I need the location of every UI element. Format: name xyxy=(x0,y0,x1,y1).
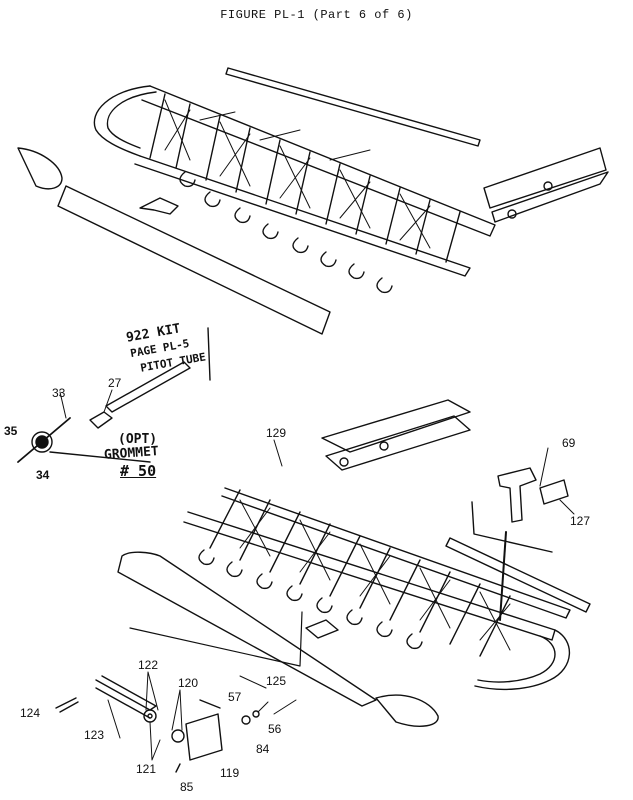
callout-56: 56 xyxy=(268,722,282,736)
pitot-detail xyxy=(17,327,211,463)
leader-lines xyxy=(59,389,575,761)
bushing-120 xyxy=(171,729,185,743)
fitting-69 xyxy=(497,467,537,523)
callout-125: 125 xyxy=(266,674,287,688)
upper-leading-edge-skin xyxy=(57,185,331,335)
callout-57: 57 xyxy=(228,690,242,704)
upper-wing-ribs xyxy=(149,93,461,263)
figure-title: FIGURE PL-1 (Part 6 of 6) xyxy=(220,8,413,22)
lower-wingtip-fairing xyxy=(375,694,439,727)
callout-121: 121 xyxy=(136,762,157,776)
lower-wing-assembly xyxy=(117,399,591,727)
lower-wing-wire-run xyxy=(499,531,507,621)
grommet-number: # 50 xyxy=(120,462,157,480)
upper-wing-rear-spar xyxy=(134,155,471,277)
lower-top-skin-panel xyxy=(321,399,471,453)
lower-wing-rear-spar xyxy=(221,487,571,619)
upper-wing-front-spar xyxy=(141,85,496,237)
opt-note: (OPT) xyxy=(118,432,158,447)
upper-wing-assembly xyxy=(17,67,609,335)
pitot-strip xyxy=(105,361,191,413)
lower-wing-rib-noses xyxy=(198,549,423,650)
lower-aileron-strip xyxy=(445,537,591,613)
upper-aileron-strip xyxy=(225,67,481,147)
lower-leading-edge-skin xyxy=(117,551,377,707)
torque-tube-123 xyxy=(95,675,157,711)
upper-wingtip-fairing xyxy=(17,147,63,190)
lower-wing-front-spar xyxy=(183,511,556,641)
callout-120: 120 xyxy=(178,676,199,690)
lower-wing-tip-bow xyxy=(474,629,571,691)
callout-33: 33 xyxy=(52,386,66,400)
callout-122: 122 xyxy=(138,658,159,672)
callout-129: 129 xyxy=(266,426,287,440)
hardware-detail xyxy=(55,675,260,773)
bolt-85 xyxy=(175,763,181,773)
bolt-124 xyxy=(55,697,79,713)
grommet-35 xyxy=(35,435,49,449)
washer-57 xyxy=(252,710,260,718)
callout-69: 69 xyxy=(562,436,576,450)
upper-wing-truss xyxy=(164,99,431,249)
upper-flap-panel xyxy=(483,147,607,209)
callout-119: 119 xyxy=(220,766,240,780)
callout-124: 124 xyxy=(20,706,41,720)
callout-27: 27 xyxy=(108,376,122,390)
lower-wing-truss xyxy=(239,499,511,651)
upper-wing-rib-noses xyxy=(179,171,393,294)
callout-123: 123 xyxy=(84,728,105,742)
callout-127: 127 xyxy=(570,514,591,528)
lower-wing-ribs xyxy=(209,489,511,657)
callout-35: 35 xyxy=(4,424,18,438)
callout-34: 34 xyxy=(36,468,50,482)
bracket-119 xyxy=(185,713,223,761)
callout-84: 84 xyxy=(256,742,270,756)
pitot-bracket-27 xyxy=(89,411,113,429)
pitot-tube-line xyxy=(129,611,303,667)
callout-85: 85 xyxy=(180,780,194,794)
upper-wing-tip-bow xyxy=(93,85,151,157)
